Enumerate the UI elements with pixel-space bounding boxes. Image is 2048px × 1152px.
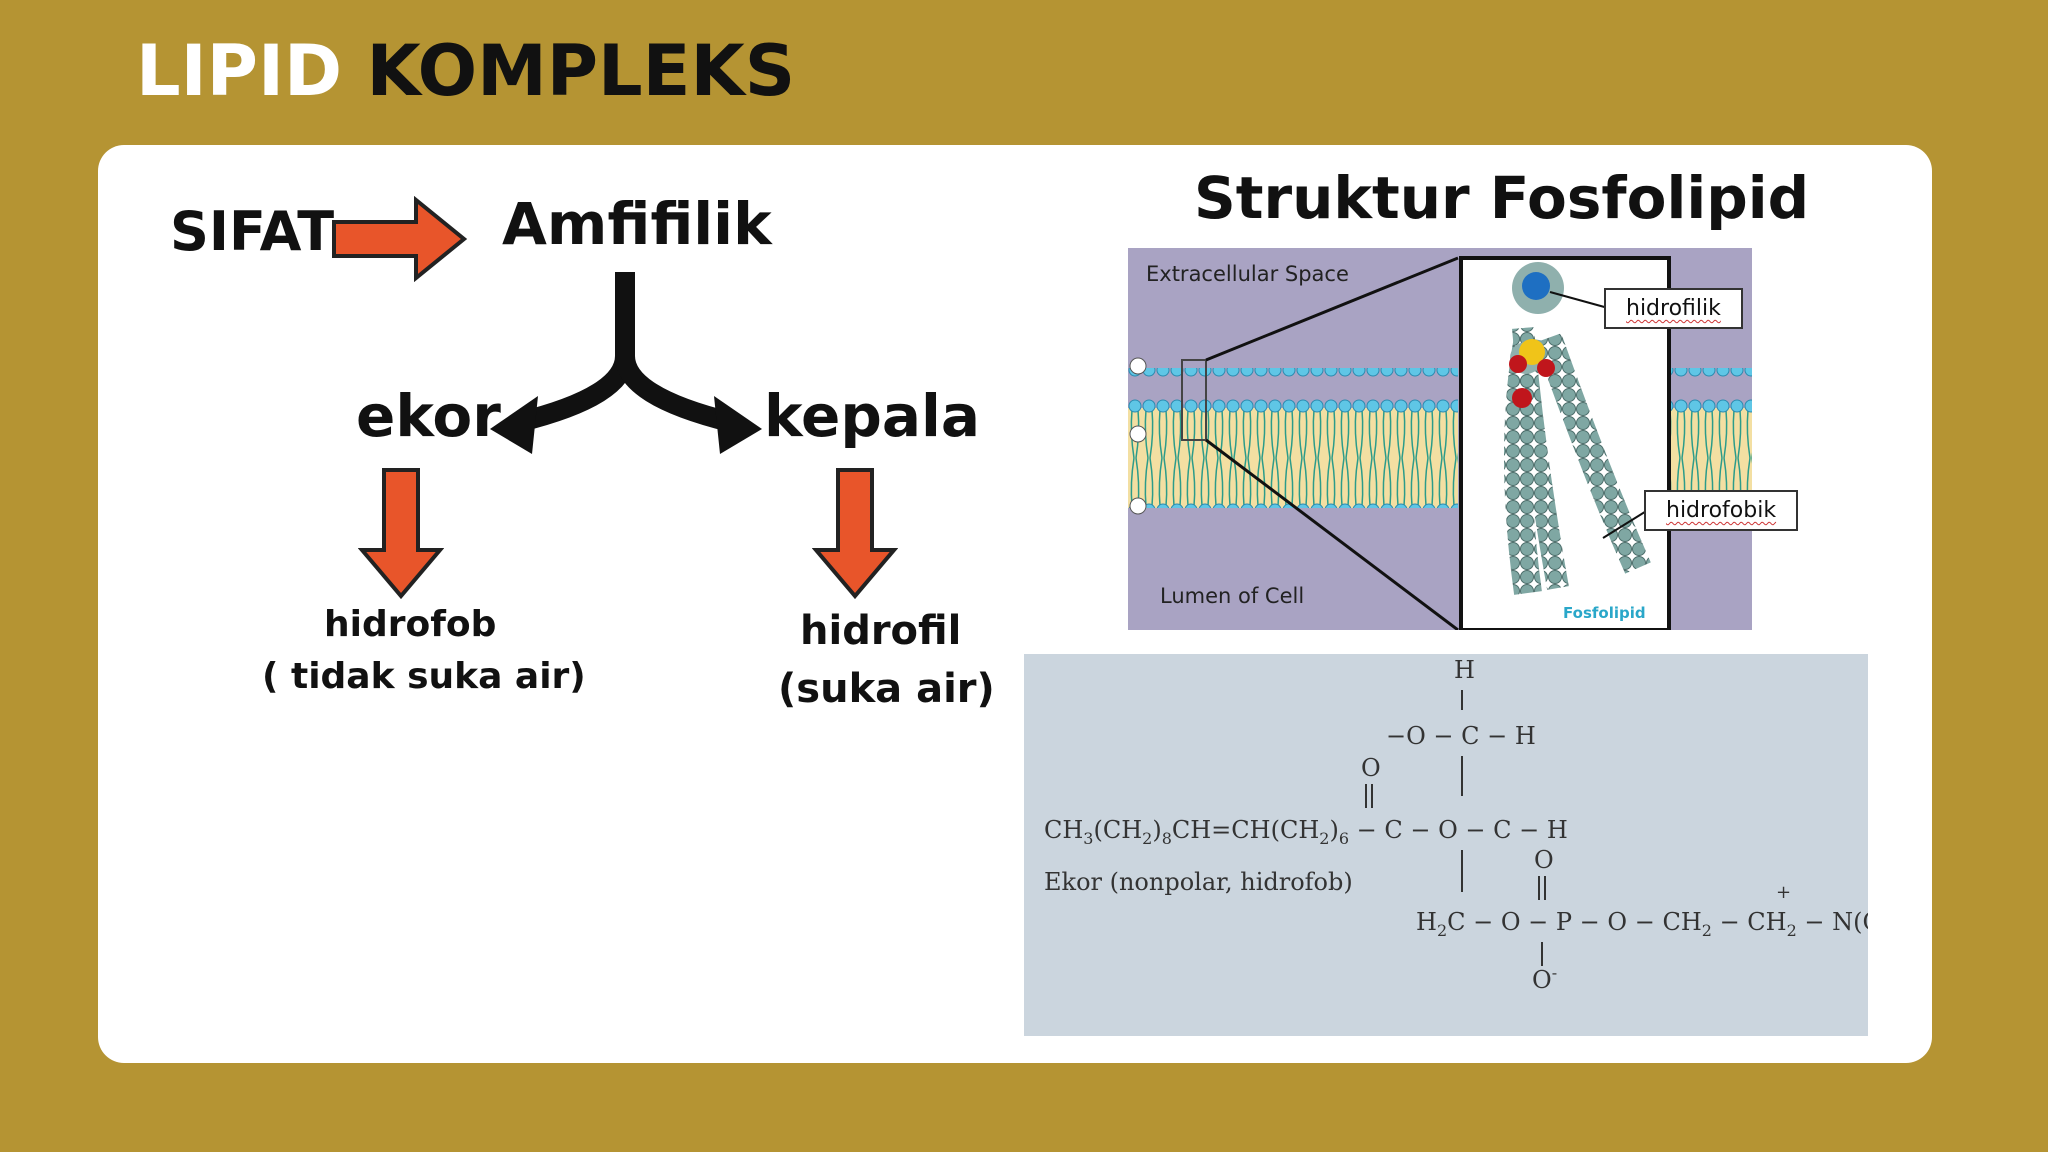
slide-title: LIPID KOMPLEKS (136, 30, 795, 112)
title-lipid: LIPID (136, 30, 343, 112)
ekor-label: ekor (356, 382, 501, 450)
hidrofob-note: ( tidak suka air) (262, 656, 586, 697)
hidrofilik-callout: hidrofilik (1604, 288, 1743, 329)
tail-label: Ekor (nonpolar, hidrofob) (1044, 868, 1353, 896)
arrow-down-right-icon (812, 468, 898, 600)
membrane-illustration: Extracellular Space Lumen of Cell Fosfol… (1128, 248, 1799, 632)
extracellular-label: Extracellular Space (1146, 262, 1349, 286)
svg-text:−O − C − H: −O − C − H (1386, 722, 1536, 750)
hidrofobik-callout: hidrofobik (1644, 490, 1799, 531)
lumen-label: Lumen of Cell (1160, 584, 1305, 608)
sifat-label: SIFAT (170, 200, 335, 263)
title-kompleks: KOMPLEKS (366, 30, 796, 112)
split-arrow-icon (490, 272, 762, 454)
fosfolipid-label: Fosfolipid (1563, 604, 1646, 622)
arrow-down-left-icon (358, 468, 444, 600)
svg-text:H2C − O − P − O − CH2 − CH2 −: H2C − O − P − O − CH2 − CH2 − N(CH3) (1416, 908, 1868, 940)
structure-title: Struktur Fosfolipid (1194, 164, 1810, 232)
formula-panel: H −O − C − H O CH3(CH2)8CH=CH(CH2)6 − C … (1024, 654, 1921, 1036)
svg-text:H: H (1454, 656, 1475, 684)
hidrofil-note: (suka air) (778, 666, 995, 712)
amfifilik-label: Amfifilik (502, 190, 772, 258)
hidrofil-label: hidrofil (800, 608, 962, 654)
svg-text:O: O (1361, 754, 1381, 782)
formula-graphic: H −O − C − H O CH3(CH2)8CH=CH(CH2)6 − C … (1044, 656, 1921, 994)
hidrofob-label: hidrofob (324, 604, 497, 645)
arrow-right-icon (332, 196, 468, 282)
kepala-label: kepala (764, 382, 981, 450)
svg-text:O: O (1534, 846, 1554, 874)
chain-formula: CH3(CH2)8CH=CH(CH2)6 − C − O − C − H (1044, 816, 1568, 848)
svg-text:O-: O- (1532, 963, 1557, 994)
svg-text:+: + (1776, 882, 1791, 903)
